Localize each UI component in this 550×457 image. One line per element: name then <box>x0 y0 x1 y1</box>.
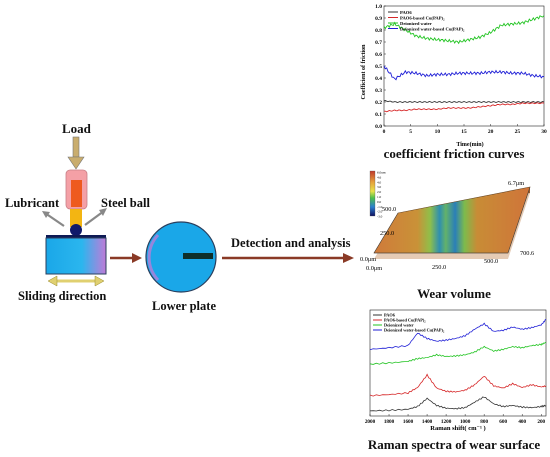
flow-arrow-1 <box>110 253 142 263</box>
apparatus-diagram <box>42 136 354 293</box>
spindle-core <box>71 180 82 207</box>
raman-legend-label: PAO6 <box>384 313 396 318</box>
wear-colorbar-label: 4.6 <box>377 175 382 179</box>
friction-chart: 0 5 10 15 20 25 30 0.0 0.1 0.2 0.3 0.4 0.5 0.6 0.7 0.8 0… <box>361 4 547 148</box>
friction-legend-label: Deionized water <box>400 21 432 26</box>
friction-y-tick-label: 0.2 <box>375 100 382 106</box>
friction-caption: coefficient friction curves <box>383 146 525 161</box>
friction-y-tick-label: 0.7 <box>375 40 382 46</box>
wear-colorbar-label: 0.0 <box>377 200 382 204</box>
friction-y-tick-label: 0.4 <box>375 76 382 82</box>
raman-x-tick-label: 1200 <box>441 419 452 425</box>
load-arrow <box>67 136 85 170</box>
wear-colorbar-label: 3.0 <box>377 185 382 189</box>
wear-caption: Wear volume <box>417 286 491 301</box>
friction-legend-label: Deionized water-based Cu(PAP)₂ <box>400 26 465 31</box>
friction-x-tick-label: 30 <box>541 129 547 135</box>
friction-series-line <box>384 102 545 113</box>
friction-legend-label: PAO6-based Cu(PAP)₂ <box>400 15 445 20</box>
raman-series-line <box>369 341 547 365</box>
raman-x-tick-label: 200 <box>537 419 545 425</box>
wear-axis-label: 500.0 <box>484 258 498 265</box>
flow-arrow-2 <box>222 253 354 263</box>
wear-colorbar-label: 6.0um <box>377 171 386 175</box>
sliding-direction-label: Sliding direction <box>18 289 107 303</box>
wear-axis-label: 500.0 <box>382 206 396 213</box>
lubricant-label: Lubricant <box>5 196 60 210</box>
friction-y-tick-label: 0.0 <box>375 124 382 130</box>
wear-axis-label: 6.7μm <box>508 180 524 187</box>
wear-axis-label: 250.0 <box>432 264 446 271</box>
lubricant-film <box>46 235 106 238</box>
wear-axis-label: 700.6 <box>520 250 534 257</box>
friction-legend-label: PAO6 <box>400 10 412 15</box>
steel-ball-icon <box>70 224 82 236</box>
detection-label: Detection and analysis <box>231 236 351 250</box>
raman-x-tick-label: 1800 <box>384 419 395 425</box>
friction-y-tick-label: 0.9 <box>375 16 382 22</box>
friction-series-line <box>383 15 545 45</box>
wear-track <box>183 253 213 259</box>
friction-x-tick-label: 0 <box>383 129 386 135</box>
friction-y-tick-label: 0.1 <box>375 112 382 118</box>
raman-x-tick-label: 600 <box>499 419 507 425</box>
wear-axis-label: 0.0μm <box>360 256 376 263</box>
raman-series-line <box>369 319 547 351</box>
wear-colorbar-label: -2.0 <box>377 210 383 214</box>
raman-x-tick-label: 2000 <box>365 419 376 425</box>
wear-colorbar-label: -1.0 <box>377 205 383 209</box>
friction-y-tick-label: 0.5 <box>375 64 382 70</box>
raman-legend-label: PAO6-based Cu(PAP)₂ <box>384 318 426 323</box>
steel-ball-pointer <box>84 208 107 226</box>
raman-x-tick-label: 1000 <box>460 419 471 425</box>
sliding-direction-arrow <box>47 275 105 287</box>
friction-xlabel: Time(min) <box>456 141 483 148</box>
wear-colorbar-label: 1.0 <box>377 195 382 199</box>
load-label: Load <box>62 121 91 136</box>
raman-x-tick-label: 1400 <box>422 419 433 425</box>
friction-x-tick-label: 15 <box>461 129 467 135</box>
sample-block <box>45 237 107 275</box>
friction-x-tick-label: 5 <box>409 129 412 135</box>
spindle-shaft <box>70 209 82 227</box>
raman-plot-frame <box>369 309 547 417</box>
raman-caption: Raman spectra of wear surface <box>367 437 541 452</box>
friction-ylabel: Coefficient of friction <box>361 44 367 100</box>
wear-axis-label: 250.0 <box>380 230 394 237</box>
raman-series-line <box>369 396 547 412</box>
raman-x-tick-label: 400 <box>518 419 526 425</box>
friction-y-tick-label: 0.8 <box>375 28 382 34</box>
friction-x-tick-label: 10 <box>435 129 441 135</box>
wear-colorbar-label: -3.0 <box>377 215 383 219</box>
raman-xlabel: Raman shift( cm⁻¹ ) <box>430 425 485 432</box>
raman-series-line <box>369 373 547 397</box>
friction-y-tick-label: 0.6 <box>375 52 382 58</box>
friction-x-tick-label: 20 <box>488 129 494 135</box>
friction-y-tick-label: 1.0 <box>375 4 382 10</box>
raman-chart: 2000 1800 1600 1400 1200 1000 800 600 400 200 PAO… <box>365 309 547 432</box>
wear-axis-label: 0.0μm <box>366 265 382 272</box>
friction-series-line <box>383 65 545 81</box>
raman-x-tick-label: 1600 <box>403 419 414 425</box>
lower-plate-disc <box>145 221 217 293</box>
wear-colorbar <box>369 170 376 217</box>
wear-colorbar-label: 4.0 <box>377 180 382 184</box>
wear-colorbar-label: 2.0 <box>377 190 382 194</box>
lower-plate-label: Lower plate <box>152 299 216 313</box>
friction-series-line <box>383 100 545 103</box>
raman-legend-label: Deionized water <box>384 323 414 328</box>
lubricant-pointer <box>42 211 65 227</box>
raman-x-tick-label: 800 <box>480 419 488 425</box>
friction-y-tick-label: 0.3 <box>375 88 382 94</box>
raman-legend-label: Deionized water-based Cu(PAP)₂ <box>384 328 445 333</box>
steel-ball-label: Steel ball <box>101 196 150 210</box>
wear-surface <box>373 186 531 254</box>
friction-x-tick-label: 25 <box>515 129 521 135</box>
